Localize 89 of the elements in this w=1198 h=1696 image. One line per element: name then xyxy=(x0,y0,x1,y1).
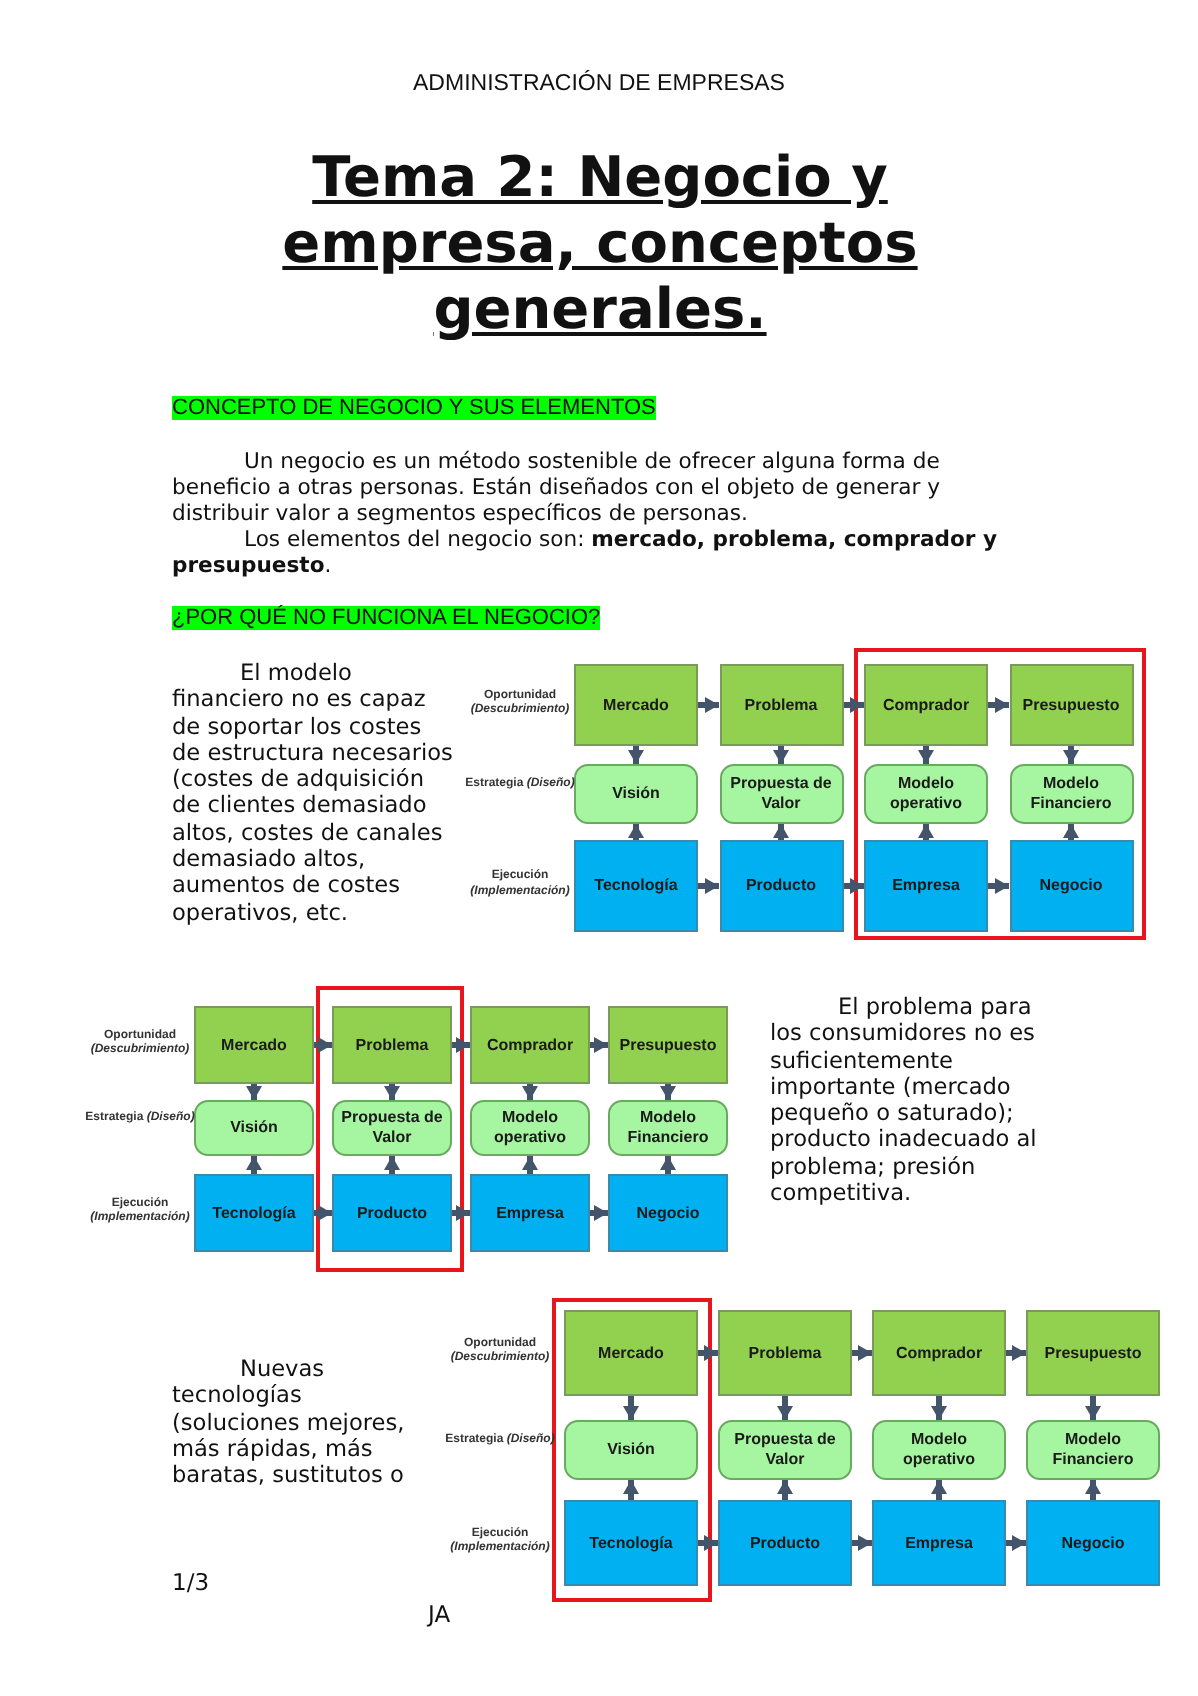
arrow xyxy=(843,878,864,894)
arrow xyxy=(1063,824,1079,840)
arrow xyxy=(931,1480,947,1500)
arrow xyxy=(590,1037,608,1053)
process-box: Mercado xyxy=(194,1006,314,1084)
rounded-box: Visión xyxy=(574,764,698,824)
process-box: Producto xyxy=(718,1500,852,1586)
arrow xyxy=(590,1205,608,1221)
rounded-box: Modelo Financiero xyxy=(608,1100,728,1156)
paragraph: Un negocio es un método sostenible de ofrecer alguna forma de beneficio a otras personas. Están diseñados con el objeto de generar y distribuir valor a segmentos específicos de personas. xyxy=(172,448,943,526)
arrow xyxy=(623,1396,639,1420)
process-box: Problema xyxy=(332,1006,452,1084)
process-box: Tecnología xyxy=(194,1174,314,1252)
process-box: Problema xyxy=(719,664,843,746)
process-box: Tecnología xyxy=(574,840,698,932)
arrow xyxy=(1085,1480,1101,1500)
arrow xyxy=(452,1037,470,1053)
process-box: Comprador xyxy=(864,664,988,746)
process-box: Empresa xyxy=(470,1174,590,1252)
rounded-box: Modelo Financiero xyxy=(1009,764,1133,824)
process-box: Empresa xyxy=(864,840,988,932)
arrow xyxy=(623,1480,639,1500)
arrow xyxy=(698,1535,718,1551)
arrow xyxy=(246,1084,262,1100)
arrow xyxy=(918,824,934,840)
arrow xyxy=(698,697,719,713)
rounded-box: Modelo operativo xyxy=(864,764,988,824)
section-heading: CONCEPTO DE NEGOCIO Y SUS ELEMENTOS xyxy=(172,396,656,420)
arrow xyxy=(628,746,644,764)
arrow xyxy=(452,1205,470,1221)
process-box: Presupuesto xyxy=(1026,1310,1160,1396)
process-box: Comprador xyxy=(470,1006,590,1084)
arrow xyxy=(314,1037,332,1053)
arrow xyxy=(777,1396,793,1420)
footer-text: JA xyxy=(428,1600,451,1628)
arrow xyxy=(698,878,719,894)
arrow xyxy=(522,1156,538,1174)
arrow xyxy=(777,1480,793,1500)
rounded-box: Modelo operativo xyxy=(470,1100,590,1156)
arrow xyxy=(246,1156,262,1174)
arrow xyxy=(314,1205,332,1221)
rounded-box: Visión xyxy=(564,1420,698,1480)
arrow xyxy=(522,1084,538,1100)
page-title: Tema 2: Negocio y empresa, conceptos generales. xyxy=(280,144,920,342)
paragraph: El modelo financiero no es capaz de soportar los costes de estructura necesarios (costes de adquisición de clientes demasiado altos, costes de canales demasiado altos, aumentos de costes operativos, etc. xyxy=(172,660,455,926)
page-number: 1/3 xyxy=(172,1568,210,1596)
process-box: Negocio xyxy=(1026,1500,1160,1586)
arrow xyxy=(852,1535,872,1551)
arrow xyxy=(918,746,934,764)
arrow xyxy=(660,1084,676,1100)
rounded-box: Visión xyxy=(194,1100,314,1156)
process-box: Problema xyxy=(718,1310,852,1396)
process-box: Tecnología xyxy=(564,1500,698,1586)
arrow xyxy=(1085,1396,1101,1420)
arrow xyxy=(660,1156,676,1174)
paragraph: El problema para los consumidores no es suficientemente importante (mercado pequeño o saturado); producto inadecuado al problema; presión competitiva. xyxy=(770,994,1039,1207)
process-box: Negocio xyxy=(608,1174,728,1252)
arrow xyxy=(1006,1345,1026,1361)
process-box: Presupuesto xyxy=(608,1006,728,1084)
rounded-box: Propuesta de Valor xyxy=(719,764,843,824)
arrow xyxy=(773,746,789,764)
section-heading: ¿POR QUÉ NO FUNCIONA EL NEGOCIO? xyxy=(172,606,601,630)
rounded-box: Modelo operativo xyxy=(872,1420,1006,1480)
process-box: Producto xyxy=(719,840,843,932)
arrow xyxy=(698,1345,718,1361)
process-box: Comprador xyxy=(872,1310,1006,1396)
process-box: Mercado xyxy=(564,1310,698,1396)
process-box: Producto xyxy=(332,1174,452,1252)
arrow xyxy=(628,824,644,840)
page-header: ADMINISTRACIÓN DE EMPRESAS xyxy=(411,72,787,96)
arrow xyxy=(384,1084,400,1100)
rounded-box: Modelo Financiero xyxy=(1026,1420,1160,1480)
process-box: Empresa xyxy=(872,1500,1006,1586)
arrow xyxy=(1063,746,1079,764)
process-box: Presupuesto xyxy=(1009,664,1133,746)
process-box: Negocio xyxy=(1009,840,1133,932)
arrow xyxy=(384,1156,400,1174)
paragraph: Los elementos del negocio son: mercado, problema, comprador y presupuesto. xyxy=(172,526,1000,578)
arrow xyxy=(1006,1535,1026,1551)
arrow xyxy=(773,824,789,840)
rounded-box: Propuesta de Valor xyxy=(332,1100,452,1156)
paragraph: Nuevas tecnologías (soluciones mejores, más rápidas, más baratas, sustitutos o xyxy=(172,1356,407,1489)
process-box: Mercado xyxy=(574,664,698,746)
arrow xyxy=(931,1396,947,1420)
arrow xyxy=(843,697,864,713)
arrow xyxy=(852,1345,872,1361)
arrow xyxy=(988,878,1009,894)
arrow xyxy=(988,697,1009,713)
rounded-box: Propuesta de Valor xyxy=(718,1420,852,1480)
